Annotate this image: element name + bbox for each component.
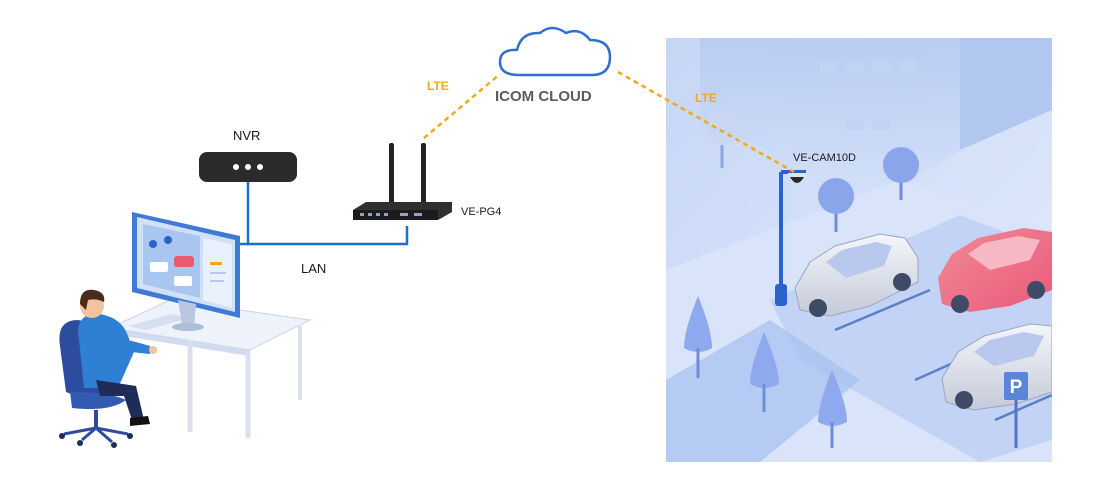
lan-label: LAN [301,261,327,276]
lte-link-right [617,70,795,174]
parked-car-red [938,228,1052,313]
operator-workstation-illustration [59,212,312,448]
parking-lot-illustration: P [666,38,1052,462]
nvr-label: NVR [233,128,261,143]
parked-car-white [794,233,919,317]
lte-link-left [423,73,501,139]
cloud-icon [498,26,612,77]
camera-label: VE-CAM10D [793,152,856,164]
tree-illustration [684,296,847,448]
dome-camera-icon [788,173,806,183]
router-label: VE-PG4 [461,206,502,218]
lte-label-left: LTE [427,79,449,93]
router-device [353,143,452,220]
monitor-icon [132,212,240,331]
parking-sign: P [1004,372,1028,448]
lte-label-right: LTE [695,91,717,105]
nvr-device [199,152,297,182]
parking-sign-label: P [1010,377,1023,398]
operator-person-illustration [78,289,157,426]
camera-pole [775,170,806,306]
cloud-label: ICOM CLOUD [495,88,592,105]
